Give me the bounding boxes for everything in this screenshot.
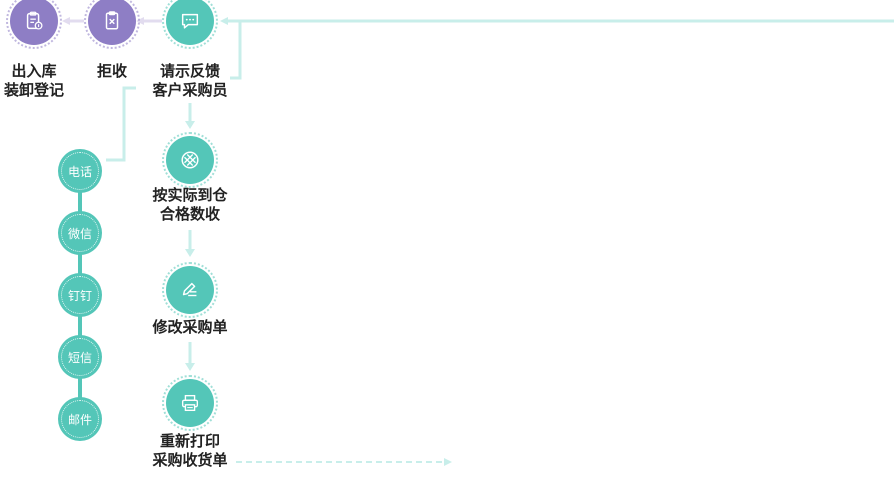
message-icon (181, 13, 199, 29)
top-connector-arrow (220, 17, 228, 25)
feedback-node[interactable] (162, 0, 218, 49)
reject-to-outbound-arrow (62, 17, 70, 25)
flow-arrow-3-head (185, 363, 195, 371)
outbound-label-line2: 装卸登记 (3, 82, 64, 99)
feedback-to-reject-arrow (136, 17, 144, 25)
feedback-bracket-line (230, 21, 242, 80)
reject-node[interactable] (84, 0, 140, 49)
reprint-label-line1: 重新打印 (159, 433, 220, 450)
channel-dingtalk[interactable]: 钉钉 (58, 273, 102, 317)
channel-email-label: 邮件 (67, 412, 92, 427)
feedback-to-channels-line (106, 86, 136, 162)
reprint-label-line2: 采购收货单 (152, 452, 228, 469)
reject-label: 拒收 (96, 63, 127, 80)
actual-receive-label-line1: 按实际到仓 (152, 187, 228, 204)
actual-receive-node[interactable] (162, 132, 218, 188)
channel-dingtalk-label: 钉钉 (67, 288, 92, 303)
feedback-label-line2: 客户采购员 (152, 82, 228, 99)
actual-receive-label: 按实际到仓 合格数收 (130, 186, 250, 224)
clipboard-icon (26, 11, 43, 30)
channel-wechat-label: 微信 (67, 226, 92, 241)
reprint-label: 重新打印 采购收货单 (130, 432, 250, 470)
flow-arrow-2-head (185, 249, 195, 257)
printer-icon (181, 394, 199, 412)
channel-sms-label: 短信 (67, 350, 92, 365)
feedback-label: 请示反馈 客户采购员 (140, 62, 240, 100)
flow-arrow-1-head (185, 121, 195, 129)
modify-po-label: 修改采购单 (152, 319, 228, 336)
channel-phone-label: 电话 (67, 164, 92, 179)
warehouse-icon (181, 151, 199, 169)
outbound-node[interactable] (6, 0, 62, 49)
modify-po-node[interactable] (162, 262, 218, 318)
channel-wechat[interactable]: 微信 (58, 211, 102, 255)
actual-receive-label-line2: 合格数收 (159, 206, 220, 223)
outbound-label: 出入库 装卸登记 (0, 62, 76, 100)
continue-dashed-arrow (444, 458, 452, 466)
outbound-label-line1: 出入库 (11, 63, 57, 80)
reject-doc-icon (105, 11, 119, 30)
channel-sms[interactable]: 短信 (58, 335, 102, 379)
feedback-label-line1: 请示反馈 (159, 63, 220, 80)
edit-icon (182, 282, 197, 297)
channel-phone[interactable]: 电话 (58, 149, 102, 193)
channel-email[interactable]: 邮件 (58, 397, 102, 441)
reprint-node[interactable] (162, 375, 218, 431)
